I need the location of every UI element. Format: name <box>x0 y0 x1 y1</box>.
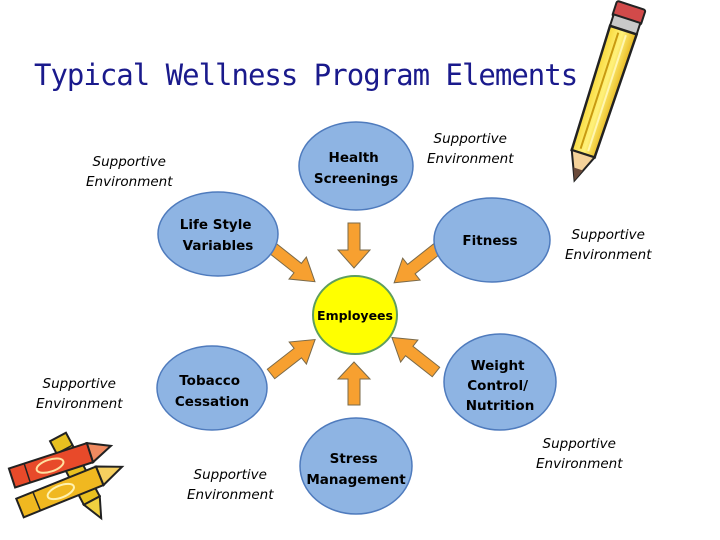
center-employees-label: Employees <box>317 308 393 323</box>
lifestyle-variables-label: Life Style Variables <box>180 217 256 254</box>
arrow-from-lifestyle <box>266 241 316 283</box>
arrow-from-tobacco <box>266 338 316 380</box>
ellipse-fitness <box>433 197 551 283</box>
ellipse-stress-management <box>299 417 413 515</box>
stress-management-label: Stress Management <box>306 451 406 488</box>
arrow-from-weight <box>391 336 441 378</box>
health-screenings-label: Health Screenings <box>314 150 398 187</box>
arrow-from-fitness <box>393 242 443 284</box>
crayons-icon <box>7 431 125 521</box>
pencil-icon <box>570 0 647 183</box>
tobacco-cessation-label: Tobacco Cessation <box>175 373 249 410</box>
ellipse-weight-control <box>443 333 557 431</box>
center-employees-ellipse <box>312 275 398 355</box>
ellipse-health-screenings <box>298 121 414 211</box>
weight-control-label: Weight Control/ Nutrition <box>466 358 535 414</box>
page-title: Typical Wellness Program Elements <box>34 58 578 92</box>
arrow-from-health <box>336 222 372 269</box>
arrow-from-stress <box>336 361 372 406</box>
fitness-label: Fitness <box>462 233 517 249</box>
ellipse-tobacco-cessation <box>156 345 268 431</box>
ellipse-lifestyle-variables <box>157 191 279 277</box>
